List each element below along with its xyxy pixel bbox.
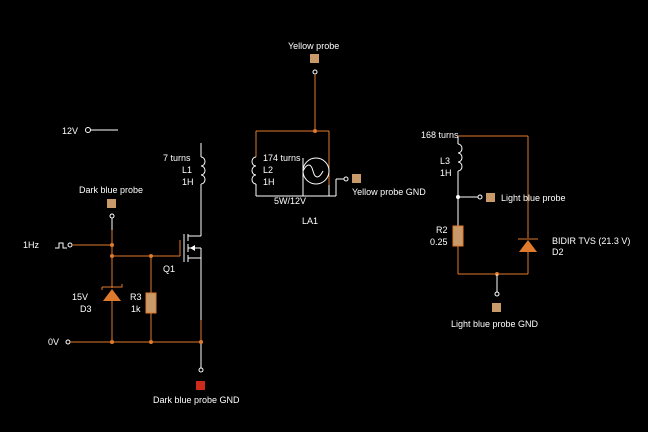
q1-label: Q1: [163, 264, 175, 274]
la1-lamp[interactable]: [302, 155, 330, 185]
1hz-terminal[interactable]: [67, 242, 73, 248]
d2-tvs-diode[interactable]: [518, 238, 538, 252]
light-blue-probe-label: Light blue probe: [501, 193, 566, 203]
left-circuit: 12V 7 turns L1 1H Dark blue probe 1Hz: [23, 126, 240, 405]
q1-mosfet[interactable]: [183, 234, 202, 262]
0v-label: 0V: [48, 337, 59, 347]
0v-terminal[interactable]: [65, 339, 71, 345]
l3-value-label: 1H: [440, 168, 452, 178]
r2-value-label: 0.25: [430, 237, 448, 247]
dark-blue-probe-gnd-label: Dark blue probe GND: [153, 395, 240, 405]
d3-name-label: D3: [80, 304, 92, 314]
light-blue-probe-gnd-terminal: [494, 291, 500, 297]
l2-value-label: 1H: [263, 177, 275, 187]
l3-name-label: L3: [440, 156, 450, 166]
l2-inductor[interactable]: [251, 156, 257, 185]
middle-circuit: Yellow probe 174 turns L2 1H 5W/12V LA1: [251, 41, 426, 226]
dark-blue-probe-gnd[interactable]: [196, 381, 205, 390]
d2-value-label: BIDIR TVS (21.3 V): [552, 236, 630, 246]
r2-resistor[interactable]: [452, 225, 464, 247]
dark-blue-probe[interactable]: [107, 199, 116, 208]
yellow-probe[interactable]: [310, 54, 319, 63]
la1-name-label: LA1: [302, 216, 318, 226]
r3-value-label: 1k: [131, 304, 141, 314]
yellow-probe-gnd[interactable]: [352, 174, 361, 183]
dark-blue-probe-gnd-terminal: [198, 367, 204, 373]
yellow-probe-gnd-label: Yellow probe GND: [352, 187, 426, 197]
r3-resistor[interactable]: [145, 292, 157, 314]
d3-zener-diode[interactable]: [101, 284, 123, 301]
square-wave-icon: [55, 242, 67, 249]
12v-terminal[interactable]: [85, 127, 91, 133]
yellow-probe-gnd-terminal: [343, 176, 349, 182]
1hz-label: 1Hz: [23, 240, 40, 250]
yellow-probe-label: Yellow probe: [288, 41, 339, 51]
l1-turns-label: 7 turns: [163, 153, 191, 163]
l2-name-label: L2: [263, 165, 273, 175]
light-blue-probe-gnd-label: Light blue probe GND: [451, 319, 539, 329]
d3-value-label: 15V: [72, 292, 88, 302]
light-blue-probe-gnd[interactable]: [492, 303, 501, 312]
l2-turns-label: 174 turns: [263, 153, 301, 163]
l1-inductor[interactable]: [200, 156, 206, 185]
l1-value-label: 1H: [182, 177, 194, 187]
d2-name-label: D2: [552, 247, 564, 257]
l1-name-label: L1: [182, 165, 192, 175]
right-circuit: 168 turns L3 1H Light blue probe R2 0.25…: [421, 130, 630, 329]
dark-blue-probe-label: Dark blue probe: [79, 185, 143, 195]
l3-turns-label: 168 turns: [421, 130, 459, 140]
light-blue-probe-terminal: [477, 194, 483, 200]
l3-inductor[interactable]: [457, 143, 463, 172]
r2-name-label: R2: [436, 225, 448, 235]
yellow-probe-terminal: [312, 69, 318, 75]
12v-label: 12V: [62, 126, 78, 136]
light-blue-probe[interactable]: [486, 193, 495, 202]
la1-value-label: 5W/12V: [274, 196, 306, 206]
dark-blue-probe-terminal: [109, 213, 115, 219]
r3-name-label: R3: [130, 292, 142, 302]
